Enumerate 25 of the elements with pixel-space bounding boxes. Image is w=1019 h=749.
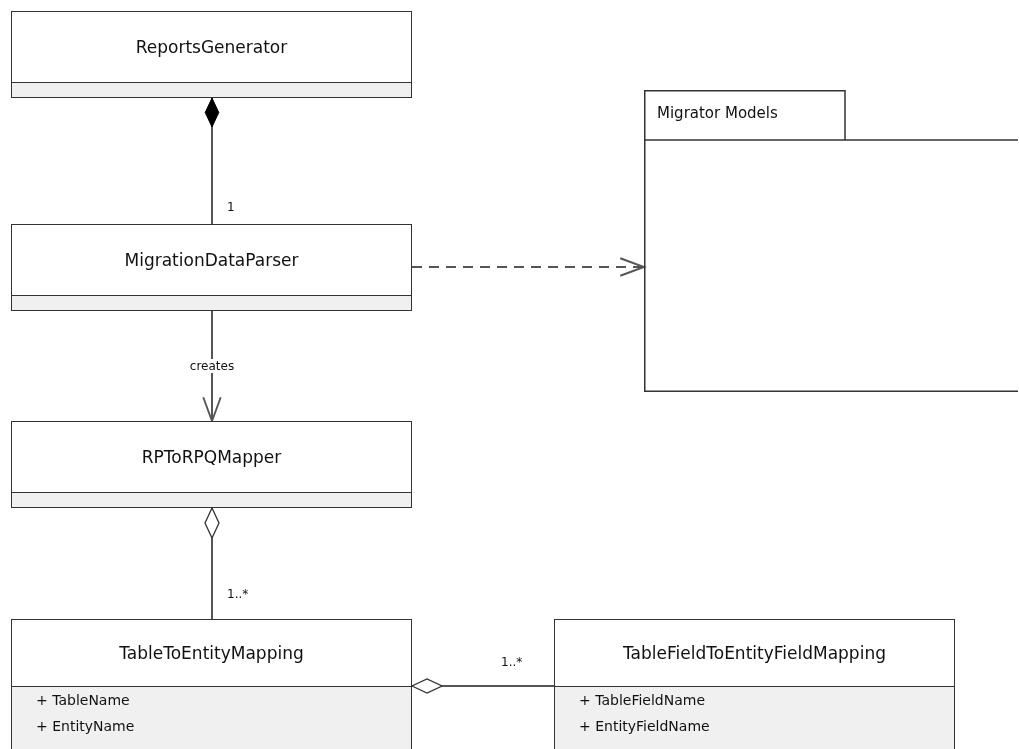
class-box [11, 421, 412, 508]
class-name: ReportsGenerator [134, 36, 289, 57]
multiplicity-label: 1..* [226, 587, 250, 601]
multiplicity-label: 1 [226, 200, 236, 214]
dependency-arrow [411, 257, 645, 277]
arrow [202, 310, 222, 422]
class-box [11, 11, 412, 98]
class-name: TableToEntityMapping [118, 642, 305, 663]
attribute-text: + TableName [36, 690, 130, 710]
class-name: MigrationDataParser [123, 249, 300, 270]
package-name: Migrator Models [657, 104, 778, 122]
edge-label: creates [188, 359, 236, 373]
association-line [411, 678, 555, 694]
attribute-text: + EntityFieldName [579, 716, 710, 736]
attribute-text: + TableFieldName [579, 690, 705, 710]
attribute-text: + EntityName [36, 716, 135, 736]
class-box [554, 619, 955, 749]
package-frame [644, 90, 1018, 392]
association-line [204, 507, 220, 620]
class-box [11, 619, 412, 749]
association-line [204, 97, 220, 225]
multiplicity-label: 1..* [500, 655, 524, 669]
class-name: RPToRPQMapper [140, 446, 283, 467]
class-name: TableFieldToEntityFieldMapping [622, 642, 887, 663]
class-box [11, 224, 412, 311]
